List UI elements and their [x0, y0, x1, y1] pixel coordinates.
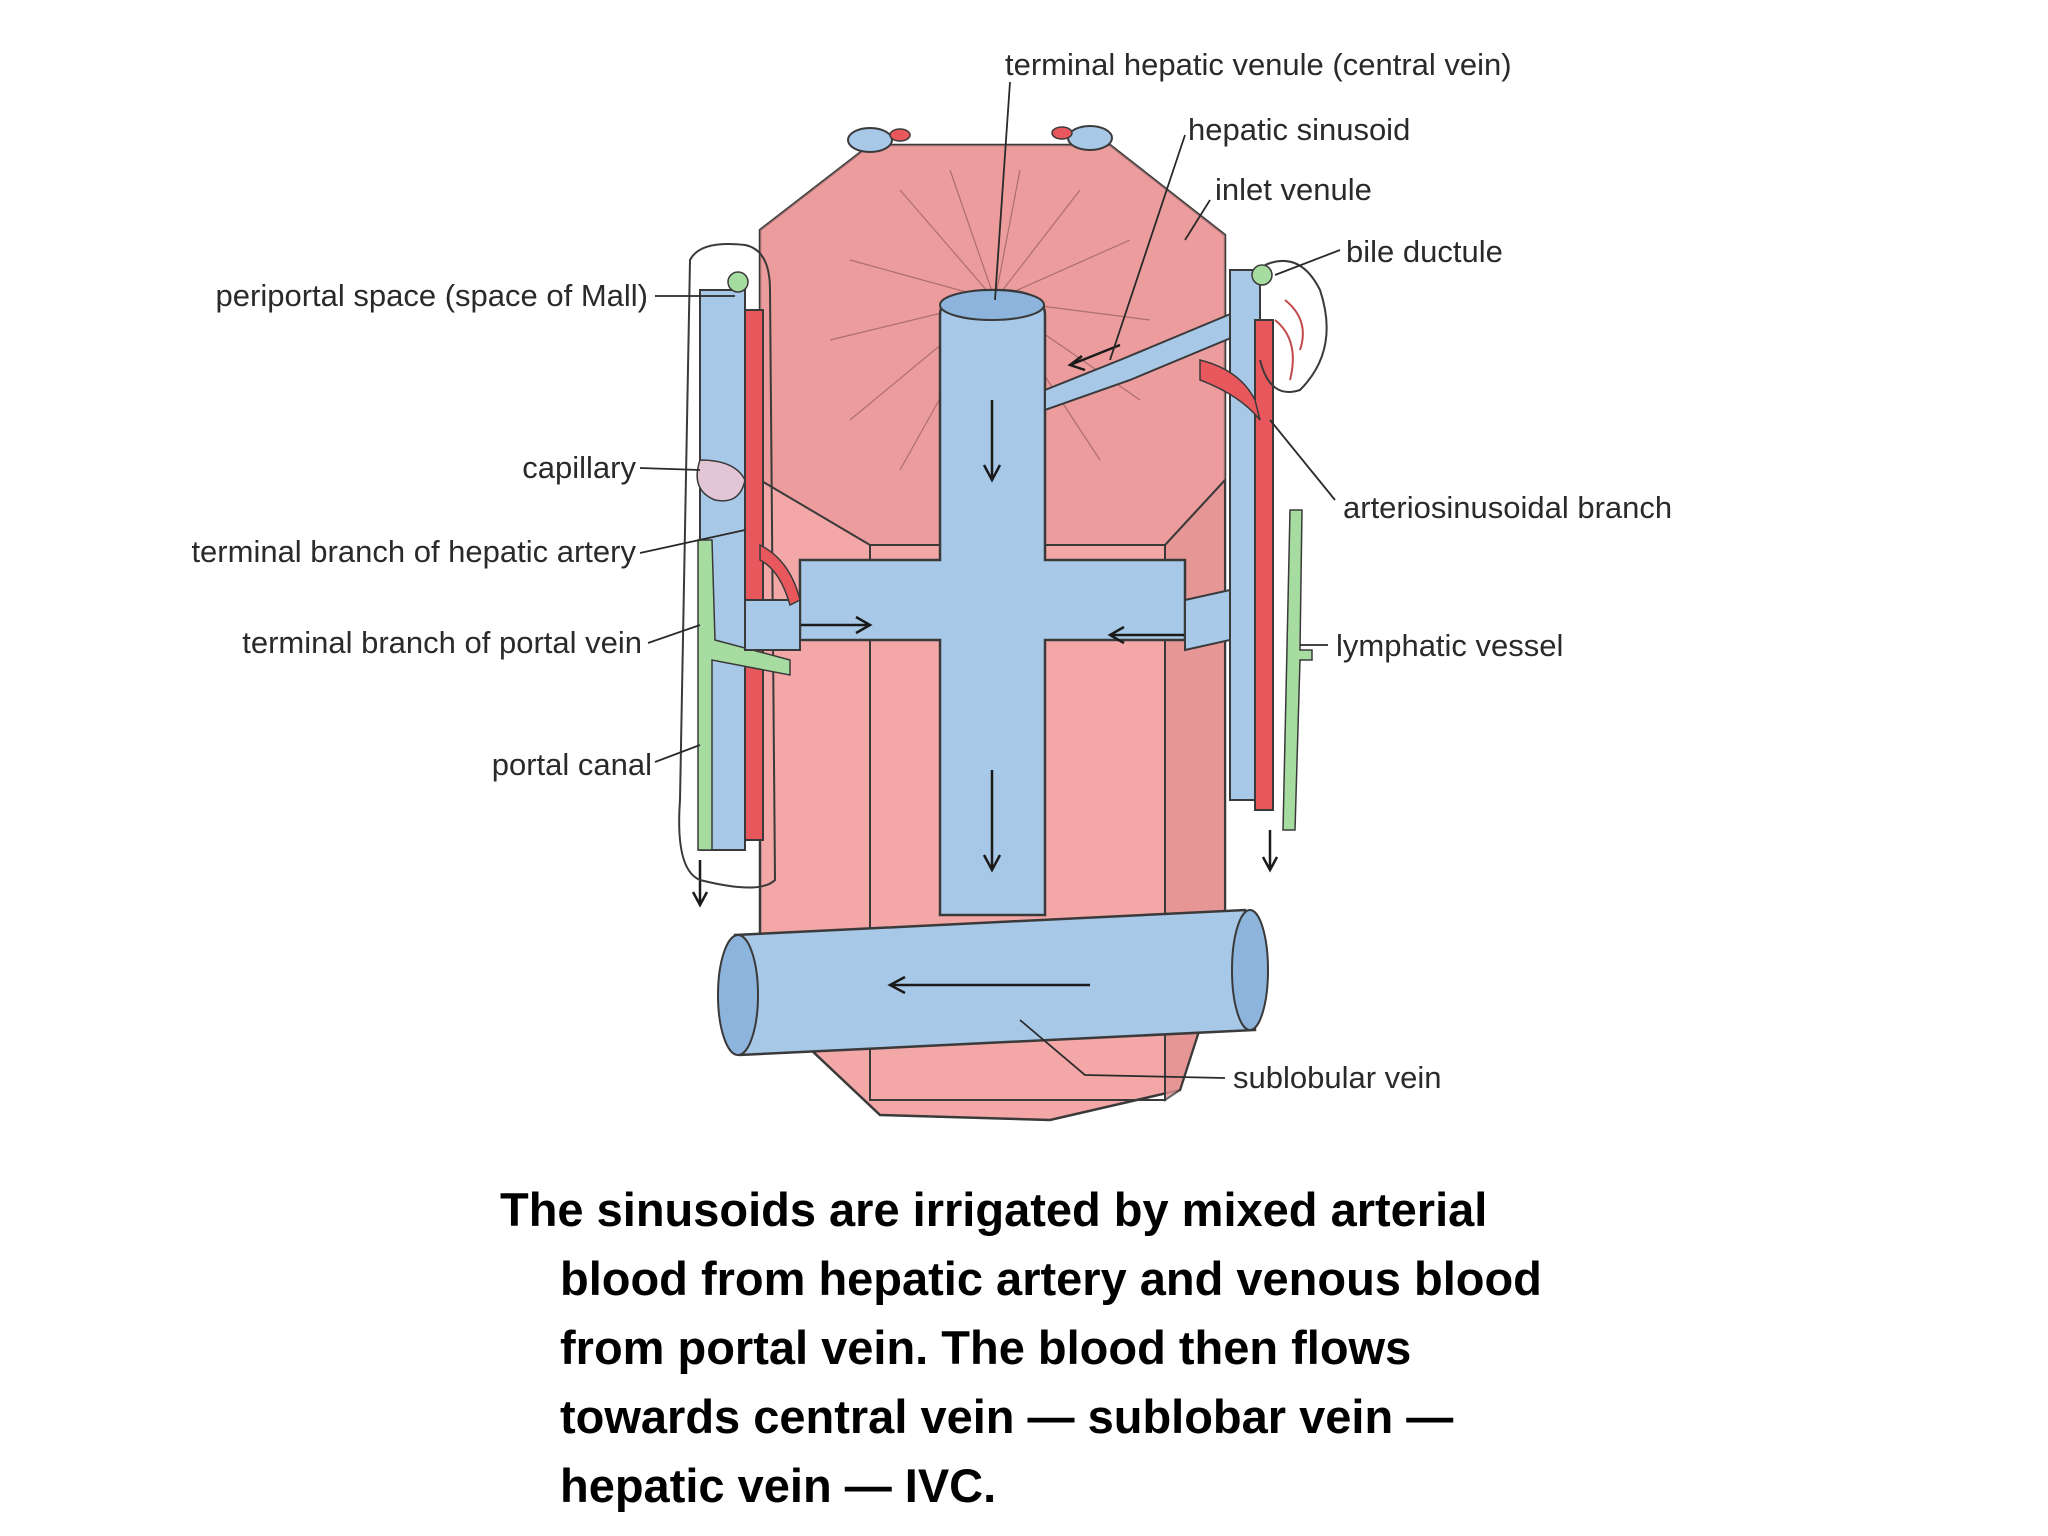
- sublobular-vein-end: [717, 934, 759, 1056]
- sublobular-vein-end: [1231, 909, 1269, 1031]
- leader-bile-ductule: [1274, 249, 1341, 276]
- venous-system: [717, 288, 1269, 1057]
- left-artery-branch: [759, 543, 801, 607]
- right-bile-ductule: [1251, 264, 1273, 286]
- label-capillary: capillary: [522, 450, 636, 485]
- leader-inlet-venule: [1184, 199, 1211, 241]
- left-hepatic-artery: [744, 309, 764, 841]
- right-capillary-network: [1274, 299, 1304, 381]
- top-portal-vein-right: [1067, 125, 1113, 151]
- left-lymphatic-vessel: [697, 539, 791, 851]
- left-bile-ductule: [727, 271, 749, 293]
- top-edge: [759, 479, 871, 546]
- label-lymphatic-vessel: lymphatic vessel: [1336, 628, 1563, 663]
- label-arteriosinusoidal-branch: arteriosinusoidal branch: [1343, 490, 1672, 525]
- labels: terminal hepatic venule (central vein) h…: [191, 47, 1672, 1095]
- caption-line: blood from hepatic artery and venous blo…: [560, 1252, 1542, 1305]
- label-bile-ductule: bile ductule: [1346, 234, 1503, 269]
- arrow-down-right-canal: [1261, 830, 1279, 873]
- arrow-right-portal: [800, 615, 873, 635]
- arrow-inlet: [1067, 343, 1121, 372]
- leader-central-vein: [994, 81, 1011, 301]
- arteriosinusoidal-branch: [1199, 359, 1261, 421]
- leader-artery: [639, 529, 746, 554]
- caption-line: The sinusoids are irrigated by mixed art…: [500, 1183, 1488, 1236]
- label-periportal-space: periportal space (space of Mall): [216, 278, 648, 313]
- leader-capillary: [639, 467, 701, 471]
- leader-arteriosinusoidal: [1269, 419, 1336, 501]
- leader-lines: [639, 81, 1341, 1079]
- caption-line: hepatic vein — IVC.: [560, 1459, 997, 1512]
- label-terminal-branch-portal: terminal branch of portal vein: [242, 625, 642, 660]
- right-portal-branch: [1184, 588, 1231, 652]
- right-bile-ductule-network: [1259, 260, 1328, 393]
- leader-sublobular: [1019, 1019, 1226, 1079]
- top-artery-left: [889, 128, 911, 142]
- label-central-vein: terminal hepatic venule (central vein): [1005, 47, 1512, 82]
- caption-line: towards central vein — sublobar vein —: [560, 1390, 1454, 1443]
- arrow-down-lower: [982, 770, 1002, 873]
- label-inlet-venule: inlet venule: [1215, 172, 1372, 207]
- right-portal-canal: [1184, 260, 1328, 831]
- left-capillary: [696, 459, 746, 502]
- arrow-down-left-canal: [691, 860, 709, 908]
- label-sublobular-vein: sublobular vein: [1233, 1060, 1442, 1095]
- leader-hepatic-sinusoid: [1109, 134, 1186, 361]
- leader-portal-canal: [654, 744, 701, 763]
- left-portal-branch: [744, 599, 801, 651]
- top-artery-right: [1051, 126, 1073, 140]
- top-portal-vein-left: [847, 127, 893, 153]
- right-lymphatic-vessel: [1282, 509, 1313, 831]
- caption: The sinusoids are irrigated by mixed art…: [500, 1175, 1700, 1520]
- arrow-left-portal: [1107, 625, 1185, 645]
- sublobular-vein: [733, 908, 1257, 1057]
- right-hepatic-artery: [1254, 319, 1274, 811]
- label-portal-canal: portal canal: [492, 747, 652, 782]
- leader-portal-branch: [647, 624, 701, 644]
- central-vein-opening: [939, 289, 1045, 321]
- arrow-left-sublobular: [887, 975, 1090, 995]
- left-portal-canal: [678, 243, 801, 889]
- caption-line: from portal vein. The blood then flows: [560, 1321, 1412, 1374]
- liver-lobule-diagram: terminal hepatic venule (central vein) h…: [191, 47, 1672, 1122]
- label-terminal-branch-artery: terminal branch of hepatic artery: [191, 534, 636, 569]
- flow-arrows: [691, 343, 1279, 995]
- arrow-down-central: [982, 400, 1002, 483]
- portal-canal-outline: [678, 243, 777, 889]
- label-hepatic-sinusoid: hepatic sinusoid: [1188, 112, 1410, 147]
- cut-face-outline: [869, 544, 1166, 1101]
- top-edge: [1164, 479, 1226, 546]
- top-vessels: [847, 125, 1113, 153]
